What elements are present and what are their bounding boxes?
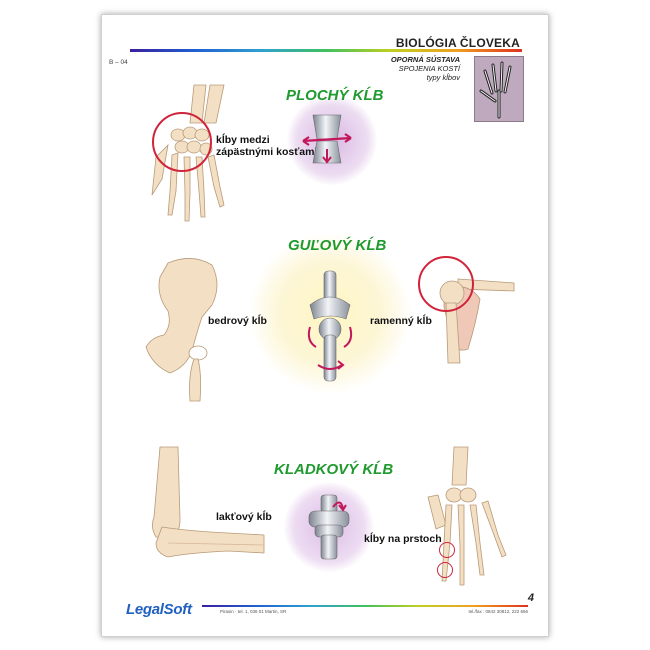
footer-address: Pirasin · tel. 1, 036 01 Martin, SR [220, 609, 287, 614]
gulovy-joint-model [307, 270, 353, 382]
kladkovy-joint-model [308, 494, 350, 560]
plochy-joint-model [302, 114, 352, 164]
kladkovy-title: KLADKOVÝ KĹB [274, 461, 394, 478]
gulovy-label-right: ramenný kĺb [370, 315, 432, 327]
kladkovy-label-left: lakťový kĺb [216, 511, 272, 523]
finger-highlight-circle-upper [439, 542, 455, 558]
worksheet-page: BIOLÓGIA ČLOVEKA B – 04 OPORNÁ SÚSTAVA S… [101, 14, 549, 637]
subtitle-small: typy kĺbov [426, 73, 460, 82]
subtitle-bold: OPORNÁ SÚSTAVA [390, 55, 460, 64]
xray-hand-image [474, 56, 524, 122]
gulovy-title: GUĽOVÝ KĹB [288, 237, 387, 254]
page-number: 4 [527, 592, 534, 604]
legalsoft-logo: LegalSoft [126, 601, 192, 618]
footer-rainbow-line [202, 605, 528, 607]
sheet-title: BIOLÓGIA ČLOVEKA [395, 36, 520, 50]
subtitle: SPOJENIA KOSTÍ [398, 64, 460, 73]
wrist-highlight-circle [152, 112, 212, 172]
header-rainbow-line [130, 49, 522, 52]
gulovy-label-left: bedrový kĺb [208, 315, 267, 327]
kladkovy-label-right: kĺby na prstoch [364, 533, 442, 545]
sheet-code: B – 04 [109, 59, 128, 66]
finger-highlight-circle-lower [437, 562, 453, 578]
hip-bone-illustration [145, 258, 218, 402]
footer-phone: tel./fax : 0842 30812, 222 666 [468, 609, 528, 614]
plochy-title: PLOCHÝ KĹB [286, 87, 384, 104]
shoulder-highlight-circle [418, 256, 474, 312]
elbow-illustration [152, 446, 265, 558]
